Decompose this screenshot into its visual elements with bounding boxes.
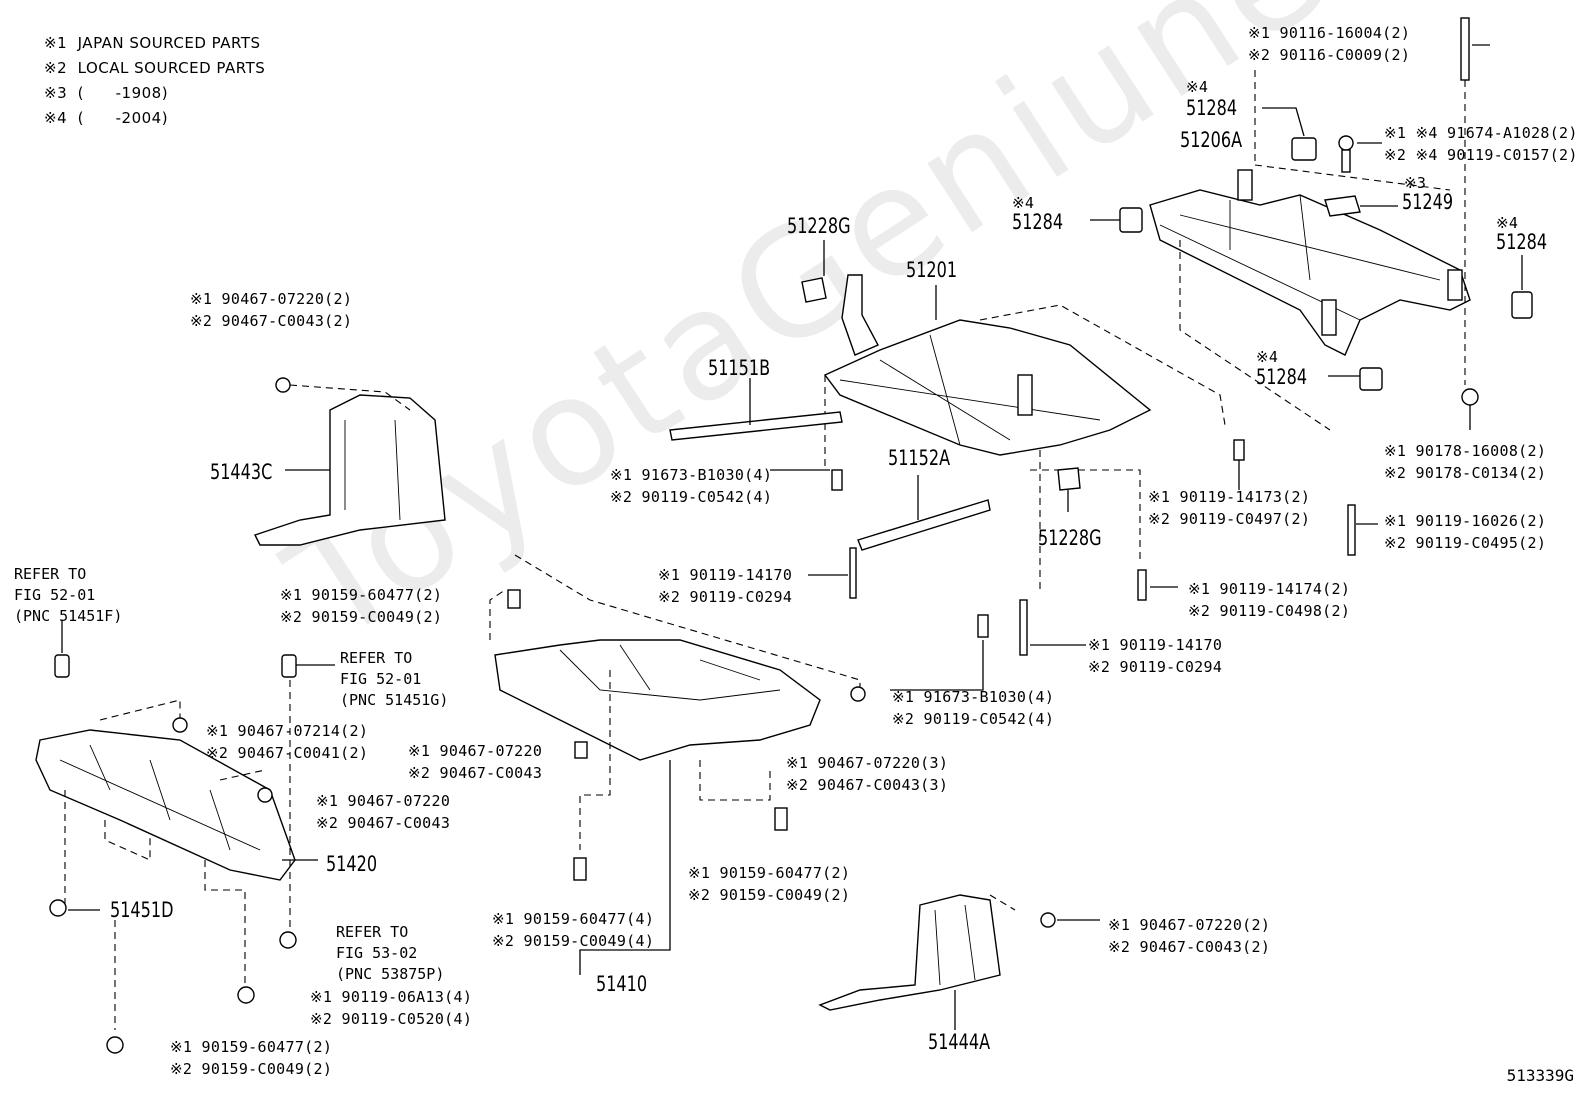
note-51284-a: ※4: [1186, 78, 1209, 96]
label-91673-upper: ※1 91673-B1030(4) ※2 90119-C0542(4): [610, 466, 773, 506]
front-cover-51420-drawing: [35, 699, 296, 990]
pnc-51284-c: 51284: [1496, 230, 1548, 254]
label-90119-14170-left: ※1 90119-14170 ※2 90119-C0294: [658, 566, 793, 606]
pnc-51410: 51410: [596, 972, 648, 996]
label-90119-16026: ※1 90119-16026(2) ※2 90119-C0495(2): [1384, 512, 1547, 552]
label-91673-lower: ※1 91673-B1030(4) ※2 90119-C0542(4): [892, 688, 1055, 728]
legend-line-3: ※3 ( -1908): [44, 84, 169, 102]
label-90467-center: ※1 90467-07220 ※2 90467-C0043: [408, 742, 543, 782]
rear-crossmember-51206A-drawing: [1149, 70, 1471, 431]
label-90467-07214: ※1 90467-07214(2) ※2 90467-C0041(2): [206, 722, 369, 762]
label-90467-3: ※1 90467-07220(3) ※2 90467-C0043(3): [786, 754, 949, 794]
note-51284-d: ※4: [1256, 348, 1279, 366]
pnc-51443C: 51443C: [210, 460, 273, 484]
refer-53875P: REFER TO FIG 53-02 (PNC 53875P): [336, 923, 445, 983]
pnc-51249: 51249: [1402, 190, 1454, 214]
shield-51444A-drawing: [818, 894, 1016, 1011]
note-51284-b: ※4: [1012, 194, 1035, 212]
note-51284-c: ※4: [1496, 214, 1519, 232]
pnc-51201: 51201: [906, 258, 958, 282]
refer-51451G: REFER TO FIG 52-01 (PNC 51451G): [340, 649, 449, 709]
label-90119-14173: ※1 90119-14173(2) ※2 90119-C0497(2): [1148, 488, 1311, 528]
label-90159-top: ※1 90159-60477(2) ※2 90159-C0049(2): [280, 586, 443, 626]
pnc-51206A: 51206A: [1180, 128, 1243, 152]
label-90159-mid: ※1 90159-60477(2) ※2 90159-C0049(2): [688, 864, 851, 904]
under-cover-51410-drawing: [489, 554, 861, 850]
legend-line-1: ※1 JAPAN SOURCED PARTS: [44, 34, 261, 52]
legend-line-2: ※2 LOCAL SOURCED PARTS: [44, 59, 266, 77]
pnc-51284-b: 51284: [1012, 210, 1064, 234]
label-90467-top: ※1 90467-07220(2) ※2 90467-C0043(2): [190, 290, 353, 330]
pnc-51228G-top: 51228G: [787, 214, 851, 238]
label-90159-4: ※1 90159-60477(4) ※2 90159-C0049(4): [492, 910, 655, 950]
pnc-51451D: 51451D: [110, 898, 174, 922]
shield-51443C-drawing: [254, 384, 446, 546]
label-90119-06A13: ※1 90119-06A13(4) ※2 90119-C0520(4): [310, 988, 473, 1028]
label-90116: ※1 90116-16004(2) ※2 90116-C0009(2): [1248, 24, 1411, 64]
pnc-51152A: 51152A: [888, 446, 951, 470]
pnc-51284-d: 51284: [1256, 365, 1308, 389]
label-90119-14174: ※1 90119-14174(2) ※2 90119-C0498(2): [1188, 580, 1351, 620]
refer-51451F: REFER TO FIG 52-01 (PNC 51451F): [14, 565, 123, 625]
label-90178: ※1 90178-16008(2) ※2 90178-C0134(2): [1384, 442, 1547, 482]
pnc-51444A: 51444A: [928, 1030, 991, 1054]
label-90119-14170-right: ※1 90119-14170 ※2 90119-C0294: [1088, 636, 1223, 676]
pnc-51228G-bottom: 51228G: [1038, 526, 1102, 550]
label-90467-left: ※1 90467-07220 ※2 90467-C0043: [316, 792, 451, 832]
pnc-51284-a: 51284: [1186, 96, 1238, 120]
pnc-51420: 51420: [326, 852, 378, 876]
label-90467-bottom-right: ※1 90467-07220(2) ※2 90467-C0043(2): [1108, 916, 1271, 956]
label-90159-bottom: ※1 90159-60477(2) ※2 90159-C0049(2): [170, 1038, 333, 1078]
label-91674: ※1 ※4 91674-A1028(2) ※2 ※4 90119-C0157(2…: [1384, 124, 1578, 164]
figure-code: 513339G: [1506, 1066, 1574, 1085]
pnc-51151B: 51151B: [708, 356, 771, 380]
note-51249: ※3: [1404, 174, 1427, 192]
legend-line-4: ※4 ( -2004): [44, 109, 169, 127]
